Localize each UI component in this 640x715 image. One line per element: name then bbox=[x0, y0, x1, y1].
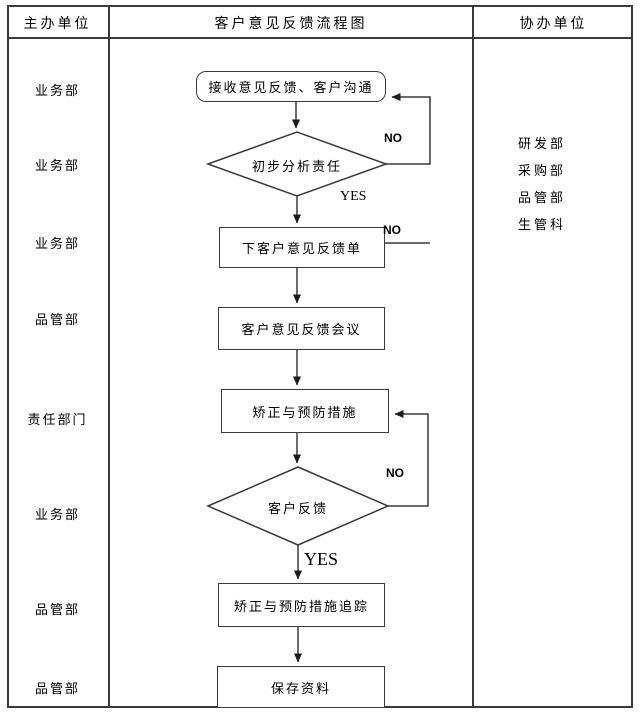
assist-unit-4: 生管科 bbox=[518, 217, 567, 232]
flow-step-meeting: 客户意见反馈会议 bbox=[218, 307, 385, 350]
decision1-label: 初步分析责任 bbox=[251, 159, 342, 174]
assist-unit-1: 研发部 bbox=[518, 136, 567, 151]
left-unit-2: 业务部 bbox=[34, 158, 80, 173]
no-label-3: NO bbox=[386, 466, 404, 480]
flow-step-form: 下客户意见反馈单 bbox=[219, 227, 385, 268]
left-unit-6: 业务部 bbox=[34, 507, 80, 522]
no-label-2: NO bbox=[383, 223, 401, 237]
flow-step-tracking: 矫正与预防措施追踪 bbox=[218, 583, 385, 627]
left-unit-8: 品管部 bbox=[34, 681, 80, 696]
left-unit-3: 业务部 bbox=[34, 236, 80, 251]
no-label-1: NO bbox=[384, 131, 402, 145]
left-unit-1: 业务部 bbox=[34, 83, 80, 98]
header-main-unit: 主办单位 bbox=[23, 17, 92, 32]
header-row-divider bbox=[7, 37, 633, 39]
decision2-label: 客户反馈 bbox=[267, 501, 328, 516]
assist-unit-3: 品管部 bbox=[518, 190, 567, 205]
left-unit-5: 责任部门 bbox=[27, 412, 88, 427]
flow-start-node: 接收意见反馈、客户沟通 bbox=[196, 71, 386, 102]
flow-step-corrective: 矫正与预防措施 bbox=[221, 389, 389, 433]
left-unit-4: 品管部 bbox=[34, 312, 80, 327]
no-loop-decision2 bbox=[388, 410, 429, 507]
assist-units-list: 研发部 采购部 品管部 生管科 bbox=[518, 130, 566, 238]
flow-end-node: 保存资料 bbox=[217, 666, 385, 708]
left-unit-7: 品管部 bbox=[34, 602, 80, 617]
column-divider-right bbox=[472, 5, 474, 708]
header-assist-unit: 协办单位 bbox=[519, 17, 588, 32]
column-divider-left bbox=[108, 5, 110, 708]
yes-label-2: YES bbox=[304, 549, 339, 569]
assist-unit-2: 采购部 bbox=[518, 163, 567, 178]
yes-label-1: YES bbox=[340, 189, 367, 204]
no-loop-decision1 bbox=[386, 93, 431, 165]
page-title: 客户意见反馈流程图 bbox=[214, 17, 368, 32]
